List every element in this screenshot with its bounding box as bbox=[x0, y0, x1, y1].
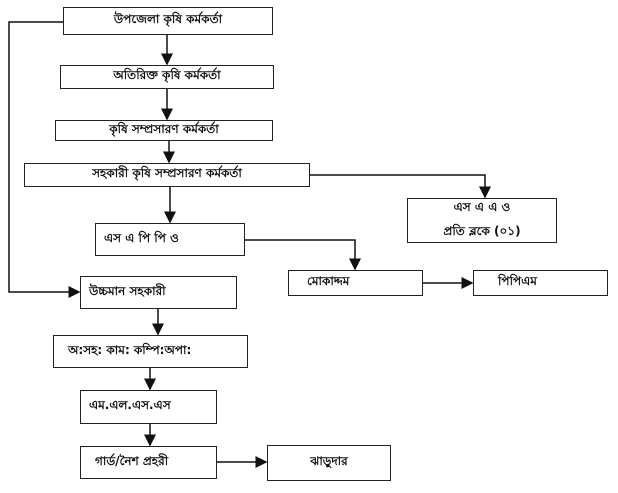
node-assistant-extension-officer: সহকারী কৃষি সম্প্রসারণ কর্মকর্তা bbox=[24, 163, 310, 187]
node-extension-officer: কৃষি সম্প্রসারণ কর্মকর্তা bbox=[55, 120, 273, 141]
arrow-sappo-mokaddam bbox=[244, 239, 361, 271]
node-label: সহকারী কৃষি সম্প্রসারণ কর্মকর্তা bbox=[92, 166, 242, 180]
node-label: মোকাদ্দম bbox=[307, 274, 350, 288]
node-label: প্রতি ব্লকে (০১) bbox=[443, 223, 521, 238]
node-mokaddam: মোকাদ্দম bbox=[288, 270, 423, 296]
arrow-1-higher-assistant bbox=[8, 21, 81, 298]
node-additional-officer: অতিরিক্ত কৃষি কর্মকর্তা bbox=[60, 65, 274, 89]
node-label: উপজেলা কৃষি কর্মকর্তা bbox=[113, 12, 223, 26]
node-label: পিপিএম bbox=[498, 274, 537, 288]
node-label: ঝাড়ুদার bbox=[310, 454, 348, 468]
node-sweeper: ঝাড়ুদার bbox=[267, 445, 391, 481]
node-label: গার্ড/নৈশ প্রহরী bbox=[95, 453, 169, 468]
node-mlss: এম.এল.এস.এস bbox=[80, 390, 217, 424]
arrow-4-saao bbox=[310, 174, 491, 199]
node-ppm: পিপিএম bbox=[473, 270, 608, 296]
node-label: উচ্চমান সহকারী bbox=[89, 283, 166, 298]
node-office-assistant: অ:সহ: কাম: কম্পি:অপা: bbox=[53, 335, 248, 368]
node-upazila-officer: উপজেলা কৃষি কর্মকর্তা bbox=[63, 7, 273, 35]
node-saao: এস এ এ ও প্রতি ব্লকে (০১) bbox=[407, 198, 557, 243]
node-label: কৃষি সম্প্রসারণ কর্মকর্তা bbox=[109, 121, 219, 136]
node-guard: গার্ড/নৈশ প্রহরী bbox=[80, 446, 217, 479]
node-sappo: এস এ পি পি ও bbox=[95, 223, 245, 256]
node-label: অ:সহ: কাম: কম্পি:অপা: bbox=[68, 342, 192, 357]
node-label: এম.এল.এস.এস bbox=[89, 398, 171, 412]
node-label: এস এ পি পি ও bbox=[104, 230, 179, 245]
node-label: এস এ এ ও bbox=[453, 199, 511, 214]
node-higher-assistant: উচ্চমান সহকারী bbox=[80, 276, 237, 309]
node-label: অতিরিক্ত কৃষি কর্মকর্তা bbox=[113, 68, 221, 82]
